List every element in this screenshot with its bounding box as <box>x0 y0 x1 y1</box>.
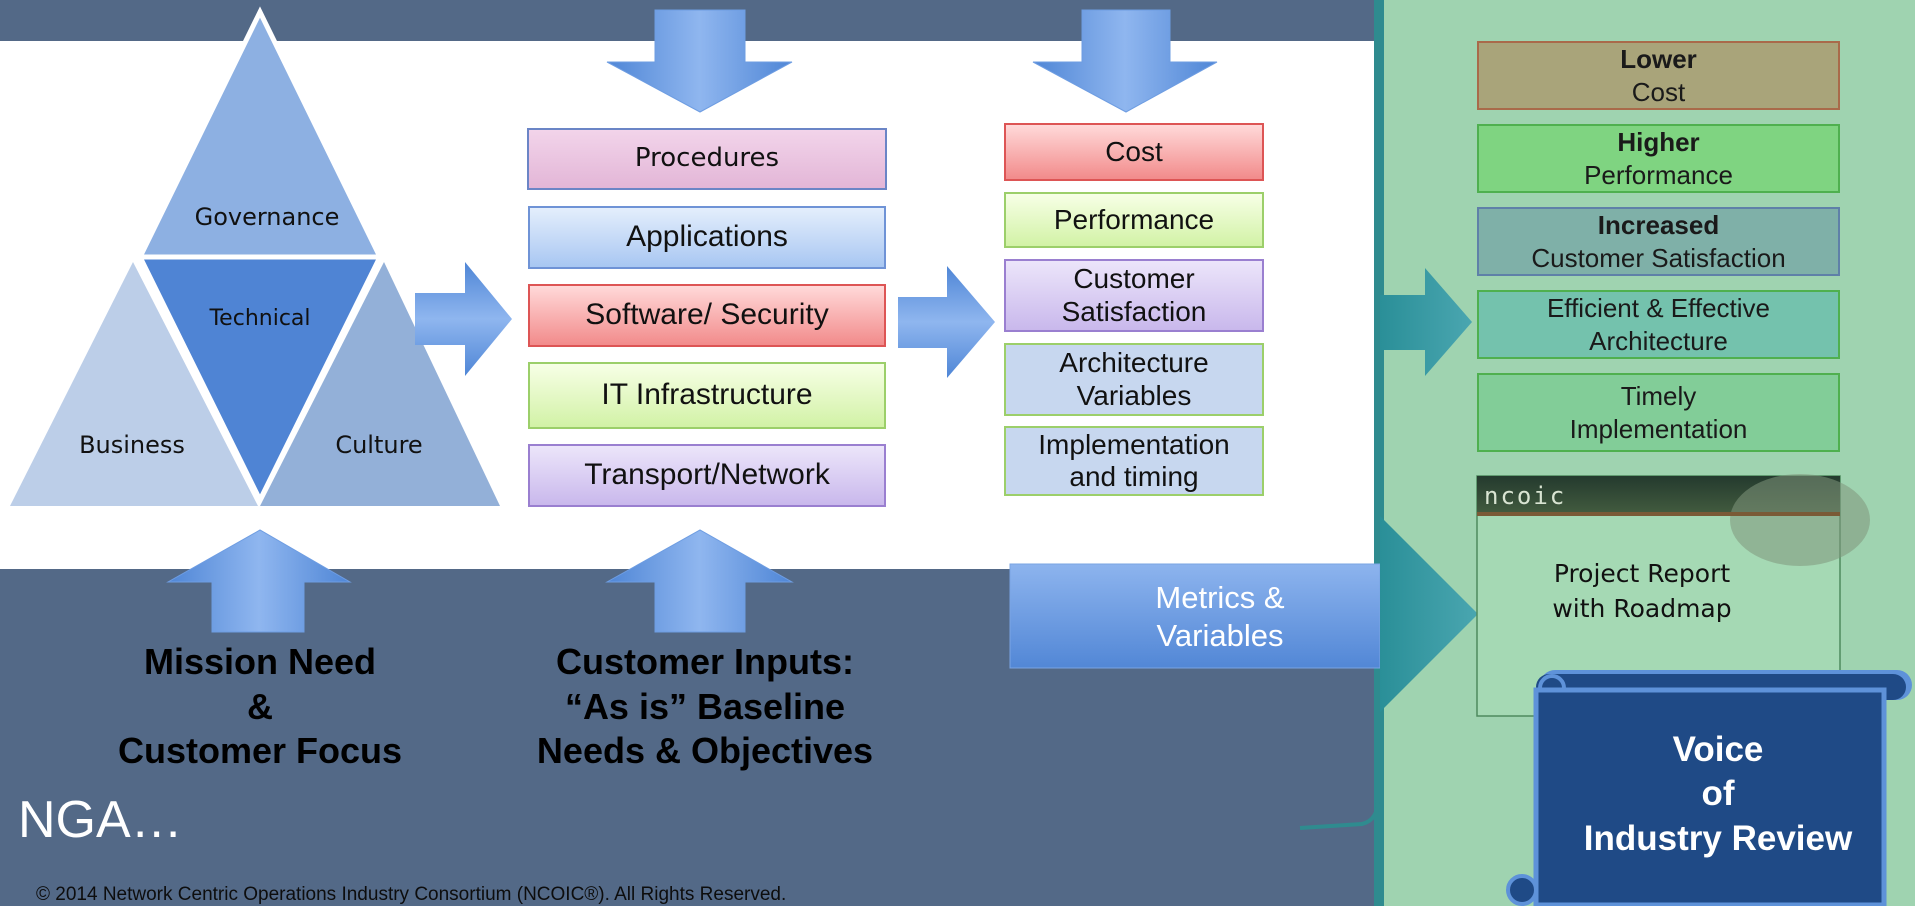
layer-software-security: Software/ Security <box>528 284 886 347</box>
metrics-arrow-head-teal <box>1380 516 1478 712</box>
label-business: Business <box>79 431 185 459</box>
connector-line <box>1299 700 1380 830</box>
layer-it-infrastructure: IT Infrastructure <box>528 362 886 429</box>
triangle-technical <box>135 254 385 506</box>
voice-of-industry-review: Voice of Industry Review <box>1583 730 1853 858</box>
label-technical: Technical <box>209 306 311 331</box>
down-arrow-layers <box>606 9 793 113</box>
triangle-governance <box>140 12 380 257</box>
nga-label: NGA… <box>18 791 183 849</box>
label-governance: Governance <box>194 203 340 231</box>
layer-transport-network: Transport/Network <box>528 444 886 507</box>
label-culture: Culture <box>335 431 423 459</box>
outcome-architecture: Efficient & Effective Architecture <box>1477 290 1840 359</box>
metrics-arrow-body <box>1009 563 1381 669</box>
outcome-timely-implementation: Timely Implementation <box>1477 373 1840 452</box>
metric-cost: Cost <box>1004 123 1264 181</box>
mission-need-title: Mission Need&Customer Focus <box>117 641 403 772</box>
right-arrow-2 <box>898 266 995 378</box>
right-arrow-teal <box>1380 268 1472 376</box>
layer-applications: Applications <box>528 206 886 269</box>
teal-divider <box>1374 0 1384 906</box>
ncoic-logo: ncoic <box>1484 482 1567 510</box>
report-title: Project Report with Roadmap <box>1552 559 1732 623</box>
right-arrow-1 <box>415 262 512 376</box>
up-arrow-mission <box>166 529 352 633</box>
triangle-culture <box>260 262 500 506</box>
triangle-business <box>10 262 258 506</box>
copyright: © 2014 Network Centric Operations Indust… <box>36 884 787 905</box>
metric-performance: Performance <box>1004 192 1264 248</box>
layer-procedures: Procedures <box>527 128 887 190</box>
triangle-diagram <box>10 6 500 506</box>
up-arrow-customer <box>605 529 794 633</box>
voice-scroll <box>1506 670 1912 906</box>
down-arrow-metrics <box>1032 9 1218 113</box>
metrics-arrow-label: Metrics & Variables <box>1155 580 1285 654</box>
